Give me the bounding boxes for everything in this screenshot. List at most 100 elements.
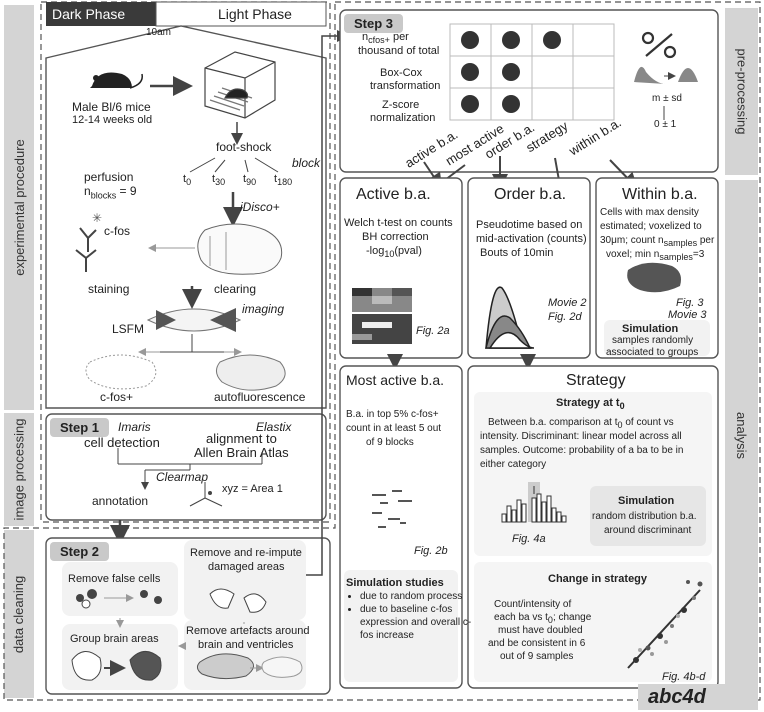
timepoint-90: t90 xyxy=(243,173,257,188)
within-fig: Fig. 3 xyxy=(676,297,704,309)
strategy-sim-title: Simulation xyxy=(618,495,675,507)
order-ba-panel xyxy=(467,177,591,359)
change-fig: Fig. 4b-d xyxy=(662,671,706,683)
top-regions-dots xyxy=(372,490,412,528)
light-phase-label: Light Phase xyxy=(218,6,292,22)
order-line3: Bouts of 10min xyxy=(480,247,554,259)
scatter-thumb xyxy=(627,580,703,669)
xyz-label: xyz = Area 1 xyxy=(222,483,283,495)
ncfos-line2: thousand of total xyxy=(358,45,440,57)
change-line1: Count/intensity of xyxy=(494,599,572,610)
timepoint-180: t180 xyxy=(274,173,293,188)
active-line2: BH correction xyxy=(362,231,429,243)
active-line3: -log10(pval) xyxy=(366,245,422,260)
step3-panel xyxy=(339,9,719,173)
pseudotime-curves xyxy=(485,286,535,349)
svg-text:✳: ✳ xyxy=(92,211,102,225)
strategy-fig: Fig. 4a xyxy=(512,533,546,545)
cleared-brain-icon xyxy=(197,223,283,275)
within-title: Within b.a. xyxy=(622,186,698,203)
step2-to-step3-connector xyxy=(306,30,349,576)
heatmap-thumb xyxy=(352,288,412,344)
idisco-label: iDisco+ xyxy=(240,200,280,214)
shock-cage-icon xyxy=(204,51,276,119)
mouse-icon xyxy=(90,72,132,88)
step1-badge: Step 1 xyxy=(50,418,110,437)
within-sim-title: Simulation xyxy=(622,323,679,335)
order-line2: mid-activation (counts) xyxy=(476,233,587,245)
sidebar-pre-processing: pre-processing xyxy=(725,8,758,175)
age-label: 12-14 weeks old xyxy=(72,114,153,126)
footshock-label: foot-shock xyxy=(216,140,272,154)
mice-label: Male Bl/6 mice xyxy=(72,100,151,114)
step2-badge: Step 2 xyxy=(50,542,110,561)
histogram xyxy=(501,482,567,523)
sidebar-data-cleaning: data cleaning xyxy=(4,530,34,698)
antibody-icon xyxy=(75,227,97,272)
most-active-fig: Fig. 2b xyxy=(414,545,448,557)
cfos-label: c-fos xyxy=(104,224,131,238)
dark-phase-label: Dark Phase xyxy=(52,6,126,22)
within-line3: 30μm; count nsamples per xyxy=(600,235,715,248)
simulation-studies-card xyxy=(344,570,458,682)
sim-studies-title: Simulation studies xyxy=(346,577,444,589)
remove-false-label: Remove false cells xyxy=(68,573,161,585)
strategy-sub-title: Strategy at t0 xyxy=(556,397,625,412)
coordinate-axes-icon xyxy=(189,482,223,507)
strategy-text4: either category xyxy=(480,459,547,470)
cfos-brain-icon xyxy=(85,354,157,390)
artefacts-line2: brain and ventricles xyxy=(198,639,294,651)
zscore-line1: Z-score xyxy=(382,99,420,111)
zero-one-label: 0 ± 1 xyxy=(654,119,677,130)
ncfos-label: ncfos+ per xyxy=(362,31,409,46)
sidebar-analysis: analysis xyxy=(725,180,758,690)
staining-label: staining xyxy=(88,282,130,296)
order-fig: Fig. 2d xyxy=(548,311,582,323)
change-line3: must have doubled xyxy=(498,625,583,636)
within-line2: estimated; voxelized to xyxy=(600,221,702,232)
remove-false-cells-card xyxy=(62,562,178,616)
sim-bullet: due to random process xyxy=(360,590,472,603)
within-line1: Cells with max density xyxy=(600,207,699,218)
dashed-frame-analysis xyxy=(3,1,761,701)
remove-reimpute-line2: damaged areas xyxy=(208,561,285,573)
active-line1: Welch t-test on counts xyxy=(344,217,453,229)
logo-badge xyxy=(638,684,758,710)
sidebar-experimental-procedure: experimental procedure xyxy=(4,5,34,410)
most-active-line3: of 9 blocks xyxy=(366,437,414,448)
order-title: Order b.a. xyxy=(494,186,567,203)
most-active-line1: B.a. in top 5% c-fos+ xyxy=(346,409,439,420)
strategy-sim-line1: random distribution b.a. xyxy=(592,511,697,522)
change-line5: out of 9 samples xyxy=(500,651,574,662)
most-active-title: Most active b.a. xyxy=(346,372,445,388)
active-title: Active b.a. xyxy=(356,186,431,203)
time-label: 10am xyxy=(146,27,172,38)
nblocks-label: nblocks = 9 xyxy=(84,184,137,201)
block-label: block xyxy=(292,156,321,170)
timepoint-30: t30 xyxy=(212,173,226,188)
step3-badge: Step 3 xyxy=(344,14,404,33)
strategy-text1: Between b.a. comparison at t0 of count v… xyxy=(488,417,674,430)
sidebar-image-processing: image processing xyxy=(4,413,34,526)
within-sim-line1: samples randomly xyxy=(612,335,694,346)
grid-dots xyxy=(461,31,568,113)
strategy-text3: samples. Outcome: probability of a ba to… xyxy=(480,445,684,456)
zscore-line2: normalization xyxy=(370,112,436,124)
abc4d-logo: abc4d xyxy=(648,686,706,708)
change-title: Change in strategy xyxy=(548,573,648,585)
light-phase-bar xyxy=(155,1,327,27)
lsfm-microscope-icon xyxy=(146,308,242,332)
autofluorescence-brain-icon xyxy=(216,354,286,391)
order-movie: Movie 2 xyxy=(548,297,587,309)
perfusion-label: perfusion xyxy=(84,170,134,184)
clearmap-label: Clearmap xyxy=(156,470,209,484)
imaging-label: imaging xyxy=(242,302,285,316)
percent-icon xyxy=(641,31,677,59)
group-areas-label: Group brain areas xyxy=(70,633,159,645)
change-line4: and be consistent in 6 xyxy=(488,638,586,649)
imaris-label: Imaris xyxy=(118,420,151,434)
lsfm-label: LSFM xyxy=(112,322,145,336)
sample-grid xyxy=(449,23,615,121)
timepoint-0: t0 xyxy=(183,173,192,188)
